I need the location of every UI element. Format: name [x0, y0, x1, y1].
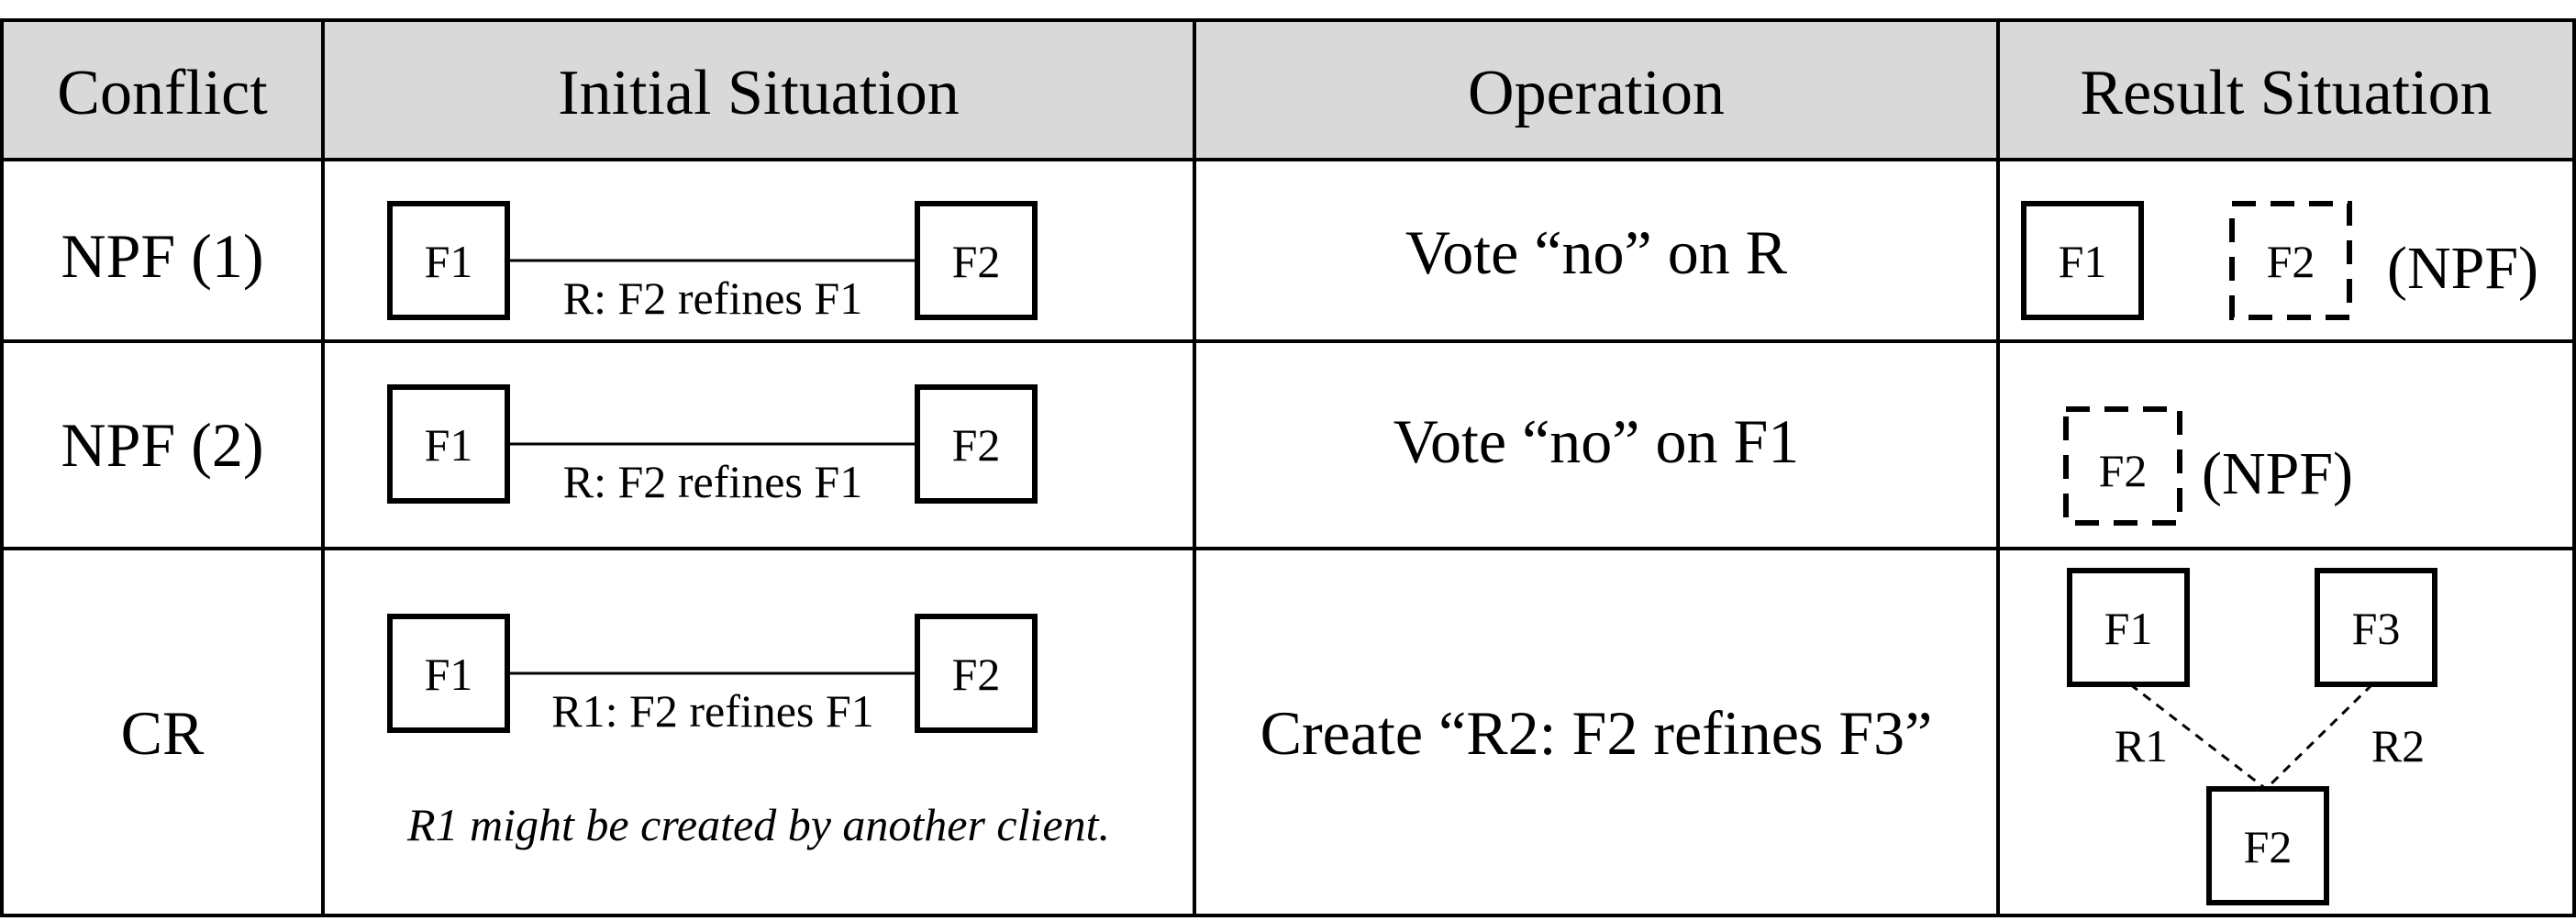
row1-operation: Vote “no” on R	[1405, 217, 1788, 287]
row3-box-f1-label: F1	[425, 649, 473, 700]
row3-result-edge-r1	[2129, 682, 2267, 791]
row3-result-box-f3-label: F3	[2352, 603, 2401, 654]
row1-box-f1-label: F1	[425, 236, 473, 287]
table-grid	[0, 18, 2576, 917]
row1-result-box-f2-dashed	[2229, 201, 2352, 320]
row2-relation-label: R: F2 refines F1	[563, 456, 862, 507]
row1-result-diagram: F1 F2 (NPF)	[2021, 201, 2538, 320]
row1-conflict: NPF (1)	[61, 221, 263, 291]
row2-box-f2	[915, 384, 1038, 504]
row2-conflict: NPF (2)	[61, 410, 263, 480]
row3-result-edge-r2	[2264, 682, 2374, 791]
row3-result-box-f2-label: F2	[2244, 821, 2293, 872]
row3-result-diagram: F1 F3 F2 R1 R2	[2067, 568, 2437, 905]
header-operation: Operation	[1468, 58, 1725, 128]
row1-box-f2-label: F2	[952, 236, 1001, 287]
row1-initial-diagram: F1 F2 R: F2 refines F1	[387, 201, 1038, 324]
row1-result-box-f2-label: F2	[2267, 236, 2315, 287]
row3-operation: Create “R2: F2 refines F3”	[1260, 698, 1933, 768]
row3-box-f2-label: F2	[952, 649, 1001, 700]
row1-result-box-f1-label: F1	[2059, 236, 2107, 287]
row2-result-diagram: F2 (NPF)	[2063, 406, 2353, 526]
row3-box-f2	[915, 614, 1038, 733]
row3-initial-diagram: F1 F2 R1: F2 refines F1 R1 might be crea…	[387, 614, 1110, 850]
row3-relation-label: R1: F2 refines F1	[551, 685, 873, 737]
row3-result-box-f2	[2206, 786, 2329, 905]
row3-result-edge-r2-label: R2	[2371, 720, 2425, 771]
row3-result-box-f3	[2315, 568, 2437, 687]
header-result-situation: Result Situation	[2080, 58, 2492, 128]
row3-box-f1	[387, 614, 510, 733]
row2-result-box-f2-label: F2	[2099, 445, 2148, 496]
row3-result-box-f1	[2067, 568, 2190, 687]
header-initial-situation: Initial Situation	[558, 58, 959, 128]
header-conflict: Conflict	[57, 58, 268, 128]
row1-box-f2	[915, 201, 1038, 320]
row3-conflict: CR	[121, 698, 205, 768]
row1-result-box-f1	[2021, 201, 2144, 320]
row2-box-f1	[387, 384, 510, 504]
row2-result-box-f2-dashed	[2063, 406, 2182, 526]
row2-operation: Vote “no” on F1	[1393, 406, 1800, 476]
header-row-background	[2, 20, 2574, 160]
row1-relation-label: R: F2 refines F1	[563, 272, 862, 324]
row2-result-npf-tag: (NPF)	[2202, 440, 2353, 507]
row2-initial-diagram: F1 F2 R: F2 refines F1	[387, 384, 1038, 507]
row2-box-f2-label: F2	[952, 419, 1001, 471]
row3-result-edge-r1-label: R1	[2115, 720, 2168, 771]
row3-result-box-f1-label: F1	[2104, 603, 2153, 654]
row1-result-npf-tag: (NPF)	[2387, 235, 2538, 302]
row3-note: R1 might be created by another client.	[406, 799, 1110, 850]
row2-box-f1-label: F1	[425, 419, 473, 471]
row1-box-f1	[387, 201, 510, 320]
